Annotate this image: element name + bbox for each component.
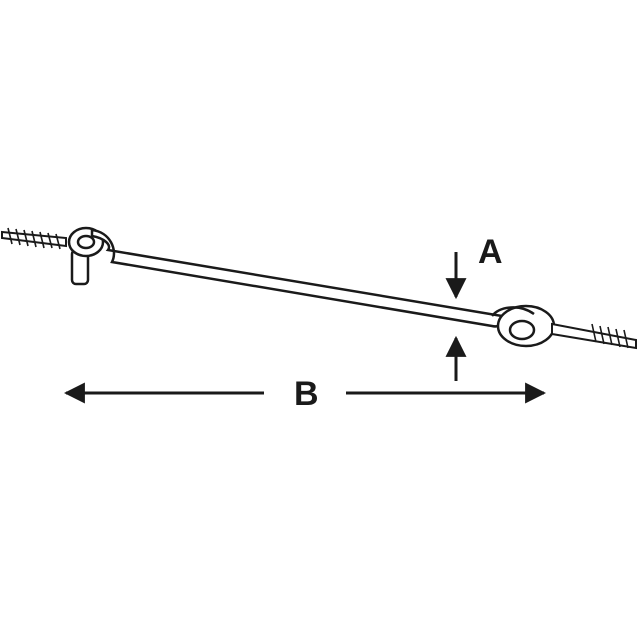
right-screw	[551, 322, 637, 350]
hook-rod	[90, 228, 505, 328]
right-eye-loop	[491, 304, 556, 348]
left-screw	[1, 227, 67, 250]
dimension-a-label: A	[478, 233, 503, 271]
dimension-b-label: B	[294, 375, 319, 413]
